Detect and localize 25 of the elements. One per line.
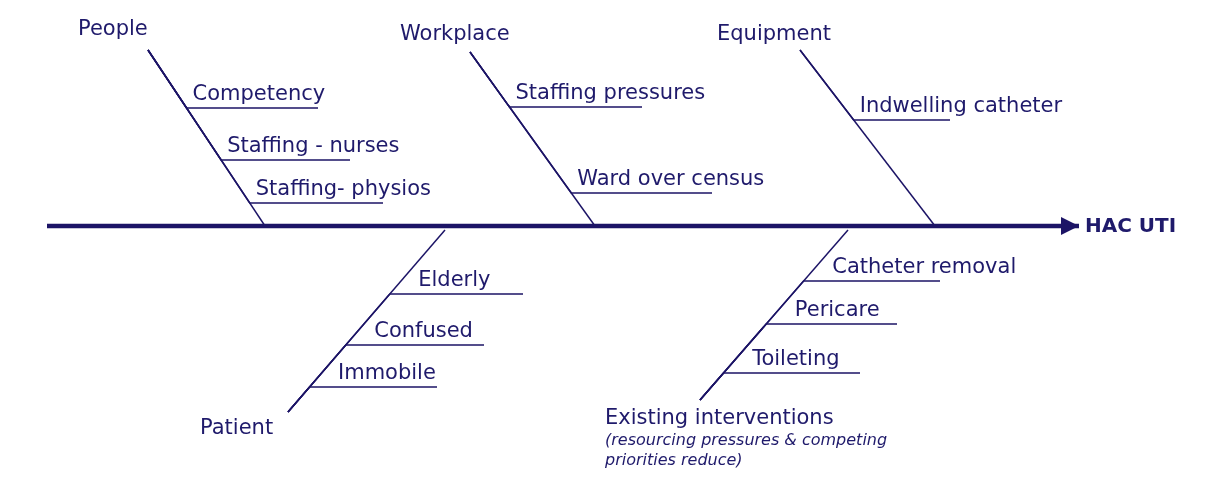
- cause-label: Staffing pressures: [515, 80, 706, 105]
- branch-line: [699, 372, 861, 401]
- cause-label: Staffing - nurses: [227, 133, 400, 158]
- cause-label: Competency: [192, 81, 326, 106]
- cause-label: Elderly: [418, 267, 491, 292]
- effect-label: HAC UTI: [1085, 213, 1177, 238]
- cause-label: Pericare: [794, 297, 880, 322]
- category-label: People: [78, 16, 148, 41]
- category-label: Workplace: [400, 21, 510, 46]
- cause-label: Indwelling catheter: [859, 93, 1063, 118]
- cause-label: Ward over census: [577, 166, 765, 191]
- cause-label: Toileting: [752, 346, 840, 371]
- category-label: Existing interventions: [605, 405, 835, 430]
- cause-label: Catheter removal: [832, 254, 1017, 279]
- category-label: Equipment: [717, 21, 831, 46]
- category-label: Patient: [200, 415, 274, 440]
- branch-line: [799, 49, 951, 121]
- cause-label: Confused: [374, 318, 473, 343]
- note-text: (resourcing pressures & competing priorities reduce): [605, 430, 889, 470]
- spine-arrow: [47, 217, 1079, 235]
- branch-line: [147, 49, 384, 204]
- cause-label: Immobile: [338, 360, 436, 385]
- cause-label: Staffing- physios: [255, 176, 431, 201]
- branch-line: [287, 386, 438, 413]
- branch-line: [469, 51, 713, 194]
